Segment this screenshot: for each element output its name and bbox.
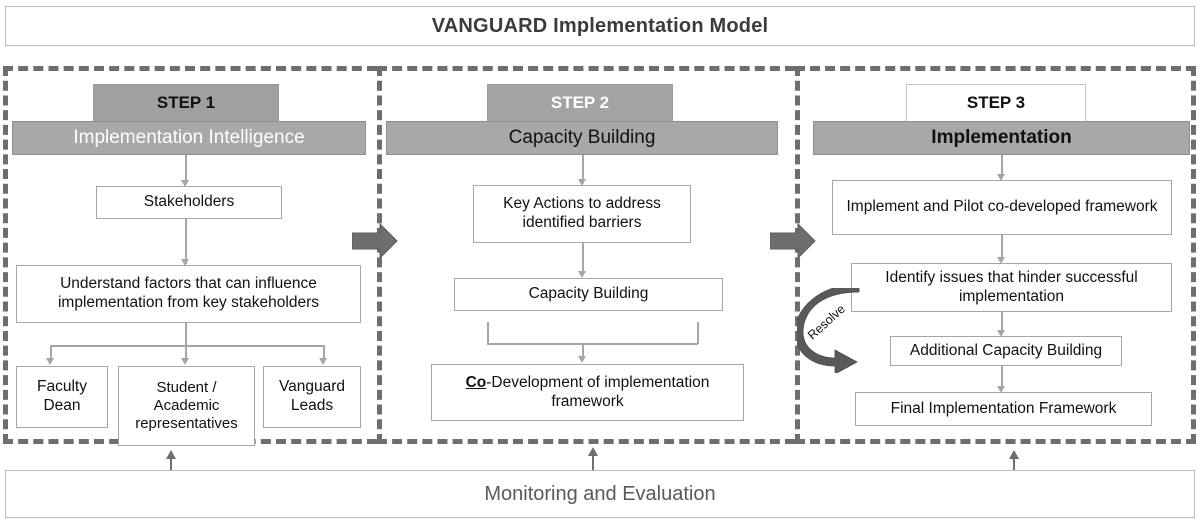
connector-arrowhead	[46, 358, 54, 365]
page-title: VANGUARD Implementation Model	[431, 14, 769, 37]
step-1-box-understand-factors: Understand factors that can influence im…	[16, 265, 361, 323]
step-3-box-additional-capacity-building: Additional Capacity Building	[890, 336, 1122, 366]
monitoring-evaluation-label: Monitoring and Evaluation	[484, 482, 716, 505]
monitoring-link-arrow-3	[1009, 450, 1019, 459]
co-development-rest: -Development of implementation framework	[486, 373, 710, 410]
step-2-tab: STEP 2	[487, 84, 673, 122]
step-1-box-faculty-dean: Faculty Dean	[16, 366, 108, 428]
connector-line	[582, 155, 584, 183]
connector-arrowhead	[997, 257, 1005, 264]
monitoring-link-line-1	[170, 458, 173, 473]
step-transition-arrow-2-3	[769, 222, 816, 260]
connector-line	[1001, 235, 1003, 261]
connector-arrowhead	[181, 358, 189, 365]
step-3-box-final-framework: Final Implementation Framework	[855, 392, 1152, 426]
connector-line	[50, 345, 52, 362]
step-2-box-co-development-text: Co-Development of implementation framewo…	[438, 374, 737, 412]
connector-line	[1001, 155, 1003, 177]
connector-arrowhead	[578, 179, 586, 186]
connector-arrowhead	[578, 356, 586, 363]
connector-arrowhead	[578, 271, 586, 278]
connector-line	[487, 322, 489, 344]
connector-line	[50, 345, 324, 347]
diagram-title-bar: VANGUARD Implementation Model	[5, 6, 1195, 46]
step-3-box-identify-issues: Identify issues that hinder successful i…	[851, 263, 1172, 312]
co-emphasis: Co	[465, 373, 487, 391]
connector-line	[1001, 366, 1003, 390]
step-1-box-stakeholders: Stakeholders	[96, 186, 282, 219]
connector-line	[185, 219, 187, 264]
step-transition-arrow-1-2	[351, 222, 398, 260]
step-2-box-co-development: Co-Development of implementation framewo…	[431, 364, 744, 421]
connector-line	[185, 155, 187, 183]
step-2-header: Capacity Building	[386, 121, 778, 155]
connector-arrowhead	[997, 174, 1005, 181]
step-2-box-capacity-building: Capacity Building	[454, 278, 723, 311]
step-1-header: Implementation Intelligence	[12, 121, 366, 155]
connector-line	[1001, 312, 1003, 334]
step-3-tab: STEP 3	[906, 84, 1086, 122]
monitoring-link-arrow-2	[588, 447, 598, 456]
step-2-box-key-actions: Key Actions to address identified barrie…	[473, 185, 691, 243]
monitoring-link-arrow-1	[166, 450, 176, 459]
connector-arrowhead	[181, 259, 189, 266]
connector-arrowhead	[319, 358, 327, 365]
step-3-box-implement-pilot: Implement and Pilot co-developed framewo…	[832, 180, 1172, 235]
connector-line	[487, 343, 698, 345]
connector-line	[323, 345, 325, 362]
monitoring-link-line-3	[1013, 458, 1016, 473]
connector-line	[697, 322, 699, 344]
step-1-box-student-academic-reps: Student / Academic representatives	[118, 366, 255, 446]
step-3-header: Implementation	[813, 121, 1190, 155]
connector-arrowhead	[997, 330, 1005, 337]
connector-line	[582, 343, 584, 358]
step-1-tab: STEP 1	[93, 84, 279, 122]
connector-arrowhead	[997, 386, 1005, 393]
step-1-box-vanguard-leads: Vanguard Leads	[263, 366, 361, 428]
connector-line	[185, 323, 187, 346]
monitoring-evaluation-bar: Monitoring and Evaluation	[5, 470, 1195, 518]
connector-arrowhead	[181, 180, 189, 187]
connector-line	[185, 345, 187, 362]
connector-line	[582, 243, 584, 275]
monitoring-link-line-2	[592, 455, 595, 473]
